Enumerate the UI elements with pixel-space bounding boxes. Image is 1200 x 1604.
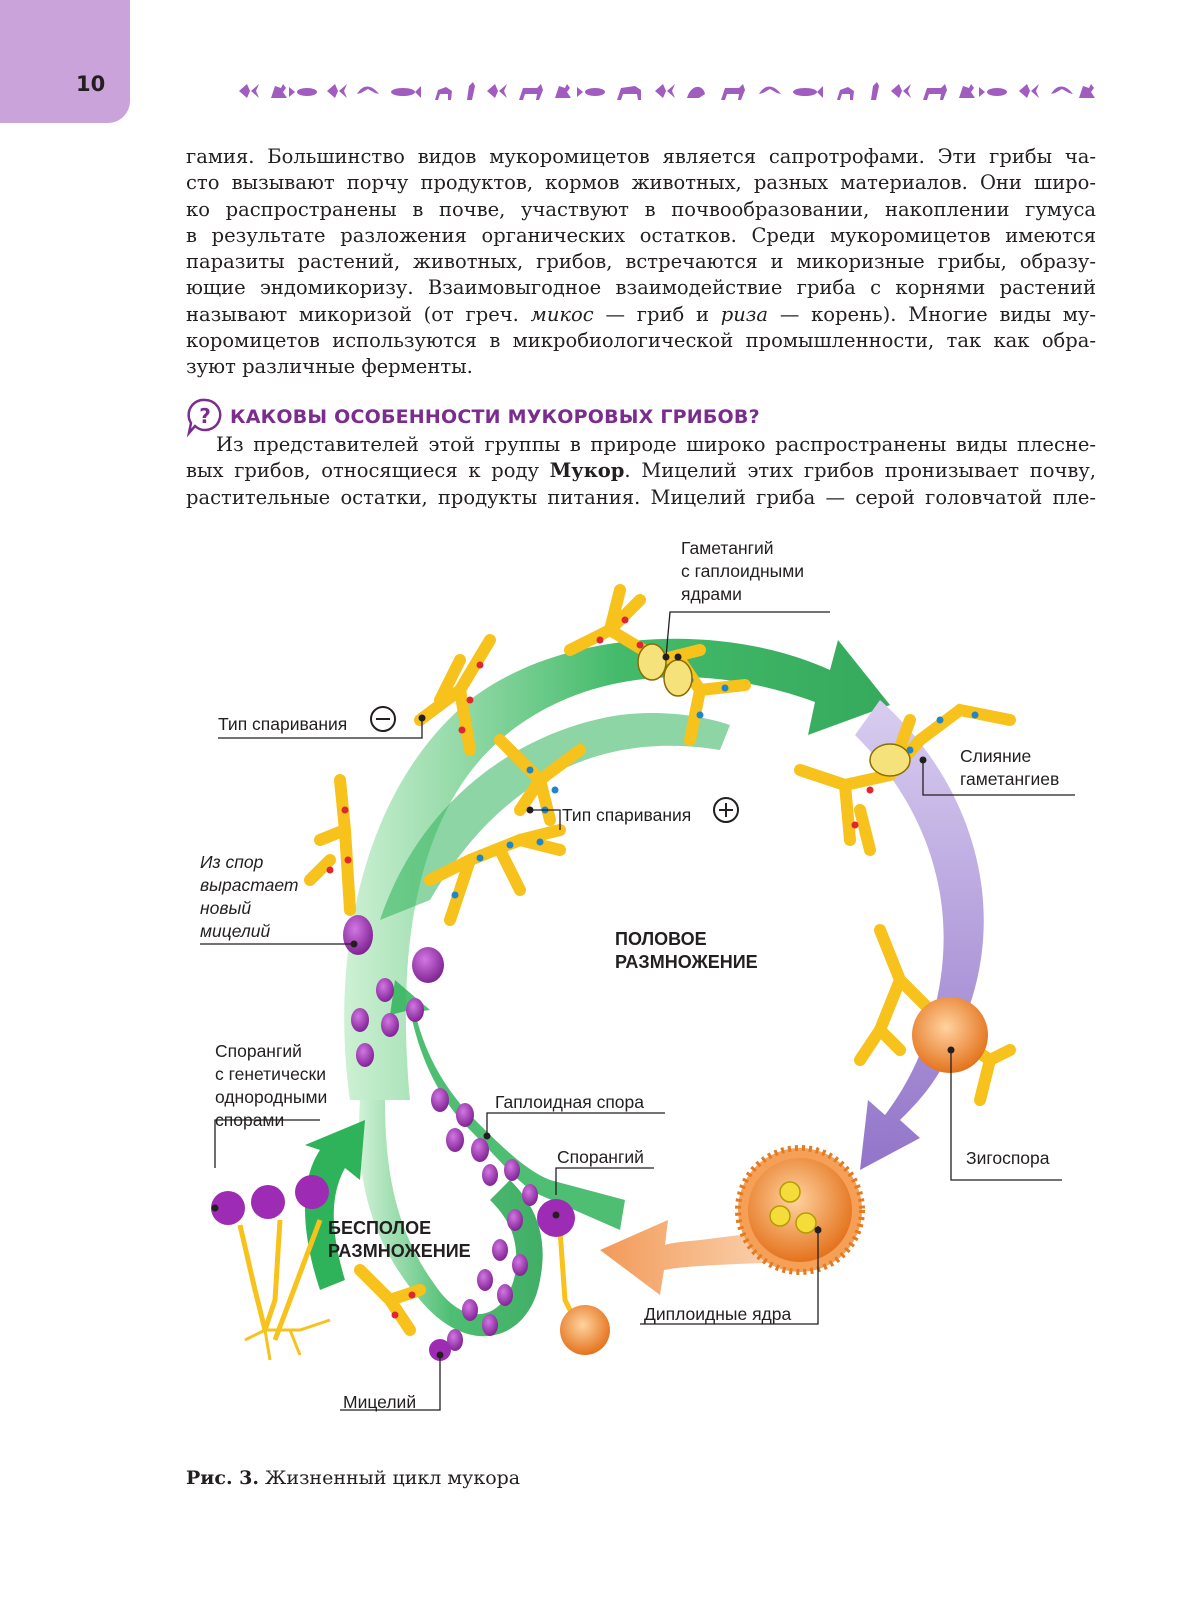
red-nuclei bbox=[326, 616, 874, 1319]
germinating-spore bbox=[412, 947, 444, 983]
paragraph-mucor: Из представителей этой группы в природе … bbox=[186, 432, 1096, 511]
text-line: зуют различные ферменты. bbox=[186, 355, 473, 379]
page-tab bbox=[0, 0, 130, 123]
text-line: гамия. Большинство видов мукоромицетов я… bbox=[186, 145, 1096, 168]
text-line: ко распространены в почве, участвуют в п… bbox=[186, 197, 1096, 221]
blue-nuclei bbox=[451, 676, 979, 899]
purple-cycle-arrow bbox=[855, 700, 984, 1170]
minus-sign-icon bbox=[370, 706, 396, 732]
text-line: паразиты растений, животных, грибов, вст… bbox=[186, 250, 1096, 274]
label-from-spores: Из спор вырастает новый мицелий bbox=[200, 852, 303, 941]
text-line: Из представителей этой группы в природе … bbox=[216, 433, 1096, 456]
figure-number: Рис. 3. bbox=[186, 1467, 260, 1489]
zygospore bbox=[912, 997, 988, 1073]
svg-text:?: ? bbox=[199, 404, 211, 428]
orange-cycle-arrow bbox=[600, 1220, 790, 1295]
figure-title: Жизненный цикл мукора bbox=[259, 1467, 521, 1489]
label-mating-minus: Тип спаривания bbox=[218, 714, 347, 734]
orange-sporangium bbox=[560, 1305, 610, 1355]
fused-gametangia bbox=[869, 743, 911, 777]
text-line: сто вызывают порчу продуктов, кормов жив… bbox=[186, 171, 1096, 195]
label-sexual-reproduction: ПОЛОВОЕ РАЗМНОЖЕНИЕ bbox=[615, 929, 758, 972]
paragraph-mucoromycetes: гамия. Большинство видов мукоромицетов я… bbox=[186, 144, 1096, 381]
text-fragment: называют микоризой (от греч. bbox=[186, 302, 531, 326]
term-mikos: микос bbox=[530, 302, 594, 326]
section-heading: ? КАКОВЫ ОСОБЕННОСТИ МУКОРОВЫХ ГРИБОВ? bbox=[186, 397, 760, 437]
mycelium-spore bbox=[429, 1339, 451, 1361]
figure-caption: Рис. 3. Жизненный цикл мукора bbox=[186, 1467, 520, 1489]
question-bubble-icon: ? bbox=[186, 398, 222, 437]
animal-silhouette-strip-icon bbox=[239, 82, 1095, 100]
leader-lines bbox=[200, 611, 1075, 1411]
germinating-spore bbox=[343, 915, 373, 955]
term-riza: риза bbox=[720, 302, 769, 326]
label-haploid-spore: Гаплоидная спора bbox=[495, 1092, 644, 1112]
gametangium-pair bbox=[663, 659, 693, 697]
germinating-zygospore bbox=[735, 1145, 865, 1275]
green-cycle-arrow bbox=[344, 638, 890, 1100]
page-number: 10 bbox=[76, 72, 106, 96]
label-mycelium: Мицелий bbox=[343, 1392, 416, 1412]
green-asexual-loop-arrow bbox=[305, 1120, 365, 1290]
label-diploid-nuclei: Диплоидные ядра bbox=[644, 1304, 791, 1324]
text-line-mucor: вых грибов, относящиеся к роду Мукор. Ми… bbox=[186, 458, 1096, 484]
label-asexual-reproduction: БЕСПОЛОЕ РАЗМНОЖЕНИЕ bbox=[328, 1218, 471, 1261]
text-line-mycorrhiza: называют микоризой (от греч. микос — гри… bbox=[186, 302, 1096, 328]
section-title: КАКОВЫ ОСОБЕННОСТИ МУКОРОВЫХ ГРИБОВ? bbox=[230, 406, 760, 428]
label-sporangium-genetic: Спорангий с генетически однородными спор… bbox=[215, 1041, 332, 1130]
leader-dots bbox=[211, 653, 955, 1359]
text-fragment: вых грибов, относящиеся к роду bbox=[186, 459, 550, 483]
sporangia-cluster bbox=[211, 1175, 331, 1361]
text-fragment: — корень). Многие виды му- bbox=[768, 302, 1096, 326]
label-mating-plus: Тип спаривания bbox=[562, 805, 691, 825]
text-fragment: — гриб и bbox=[593, 302, 721, 326]
label-zygospore: Зигоспора bbox=[966, 1148, 1050, 1168]
text-line: ющие эндомикоризу. Взаимовыгодное взаимо… bbox=[186, 276, 1096, 300]
term-mucor: Мукор bbox=[549, 459, 625, 483]
text-fragment: . Мицелий этих грибов пронизывает почву, bbox=[624, 459, 1096, 483]
text-line: растительные остатки, продукты питания. … bbox=[186, 485, 1096, 509]
gametangium-pair bbox=[637, 643, 667, 681]
text-line: в результате разложения органических ост… bbox=[186, 223, 1096, 247]
label-fusion: Слияние гаметангиев bbox=[960, 746, 1059, 789]
text-line: коромицетов используются в микробиологич… bbox=[186, 329, 1096, 353]
plus-sign-icon bbox=[713, 797, 739, 823]
label-gametangium: Гаметангий с гаплоидными ядрами bbox=[681, 540, 809, 604]
haploid-spores bbox=[351, 978, 538, 1351]
mucor-life-cycle-diagram: Гаметангий с гаплоидными ядрами Тип спар… bbox=[200, 540, 1075, 1412]
label-sporangium: Спорангий bbox=[557, 1147, 644, 1167]
green-bottom-loop bbox=[359, 1100, 543, 1337]
